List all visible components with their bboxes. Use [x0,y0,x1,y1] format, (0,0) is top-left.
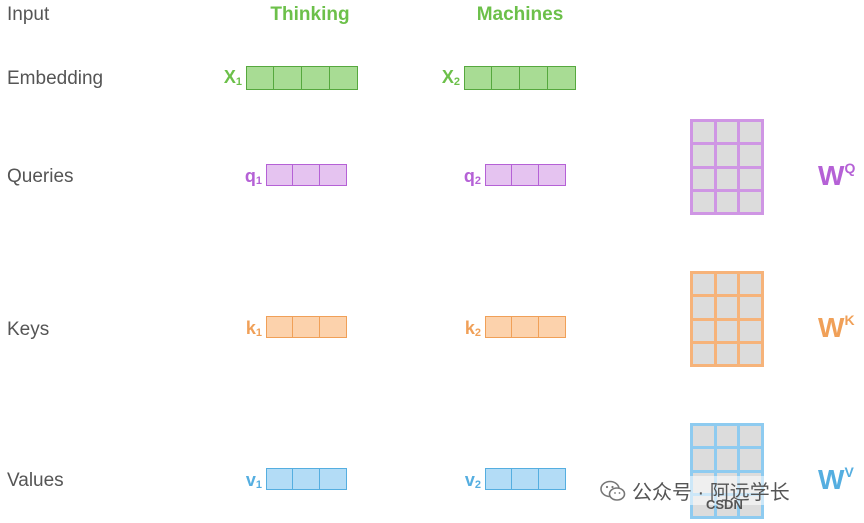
row-label-embedding: Embedding [7,68,104,89]
row-label-input: Input [7,4,50,25]
query-label-q1: q1 [244,166,262,187]
row-label-values: Values [7,470,64,491]
row-label-queries: Queries [7,166,74,187]
weight-label-wq: WQ [818,160,856,191]
watermark: 公众号 · 阿远学长 [600,476,790,505]
weight-matrix-wk [690,271,764,367]
watermark-text: 公众号 · 阿远学长 [632,482,790,504]
query-vector-q2 [485,164,566,186]
embedding-label-x2: X2 [441,67,460,88]
value-vector-v2 [485,468,566,490]
embedding-vector-x2 [464,66,576,90]
embedding-label-x1: X1 [223,67,242,88]
row-label-keys: Keys [7,319,50,340]
input-word-machines: Machines [476,4,564,25]
value-label-v1: v1 [245,470,262,491]
input-word-thinking: Thinking [270,4,350,25]
query-vector-q1 [266,164,347,186]
embedding-vector-x1 [246,66,358,90]
weight-matrix-wq [690,119,764,215]
wechat-icon [600,480,626,501]
weight-label-wv: WV [818,464,854,495]
key-label-k1: k1 [245,318,262,339]
key-vector-k2 [485,316,566,338]
weight-label-wk: WK [818,312,855,343]
value-label-v2: v2 [464,470,481,491]
query-label-q2: q2 [463,166,481,187]
csdn-watermark: CSDN [706,497,743,512]
value-vector-v1 [266,468,347,490]
key-label-k2: k2 [464,318,481,339]
key-vector-k1 [266,316,347,338]
